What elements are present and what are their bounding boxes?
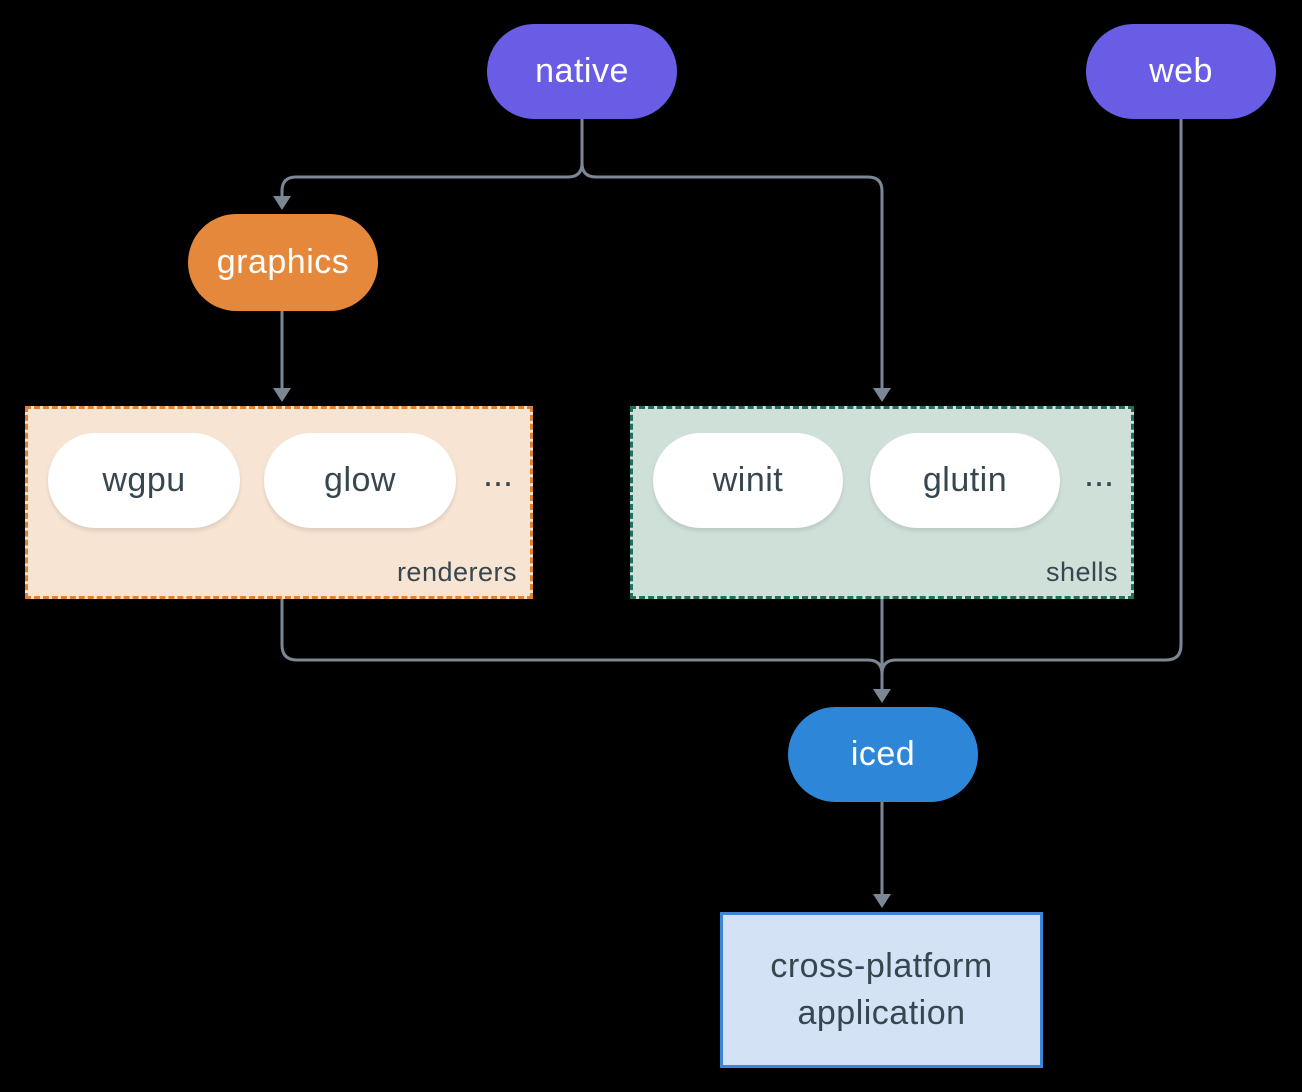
- node-web: web: [1086, 24, 1276, 119]
- application-label-line2: application: [797, 994, 966, 1032]
- node-graphics: graphics: [188, 214, 378, 311]
- arrowhead-shells: [873, 388, 891, 402]
- connector-web-iced: [880, 117, 1183, 676]
- renderers-ellipsis: ...: [482, 453, 513, 494]
- connector-renderers-iced: [280, 597, 884, 676]
- connector-native-graphics: [280, 117, 584, 199]
- arrowhead-renderers: [273, 388, 291, 402]
- node-glutin: glutin: [870, 433, 1060, 528]
- arrowhead-graphics: [273, 196, 291, 210]
- arrowhead-iced: [873, 689, 891, 703]
- node-glow: glow: [264, 433, 456, 528]
- group-renderers: wgpu glow ... renderers: [25, 406, 533, 599]
- renderers-group-label: renderers: [396, 557, 517, 587]
- group-shells: winit glutin ... shells: [630, 406, 1134, 599]
- node-iced: iced: [788, 707, 978, 802]
- node-cross-platform-application: cross-platform application: [720, 912, 1043, 1068]
- node-winit: winit: [653, 433, 843, 528]
- application-label-line1: cross-platform: [770, 947, 993, 985]
- node-wgpu: wgpu: [48, 433, 240, 528]
- node-native: native: [487, 24, 677, 119]
- shells-ellipsis: ...: [1083, 453, 1114, 494]
- shells-group-label: shells: [1045, 557, 1118, 587]
- arrowhead-application: [873, 894, 891, 908]
- connector-native-shells: [580, 161, 884, 391]
